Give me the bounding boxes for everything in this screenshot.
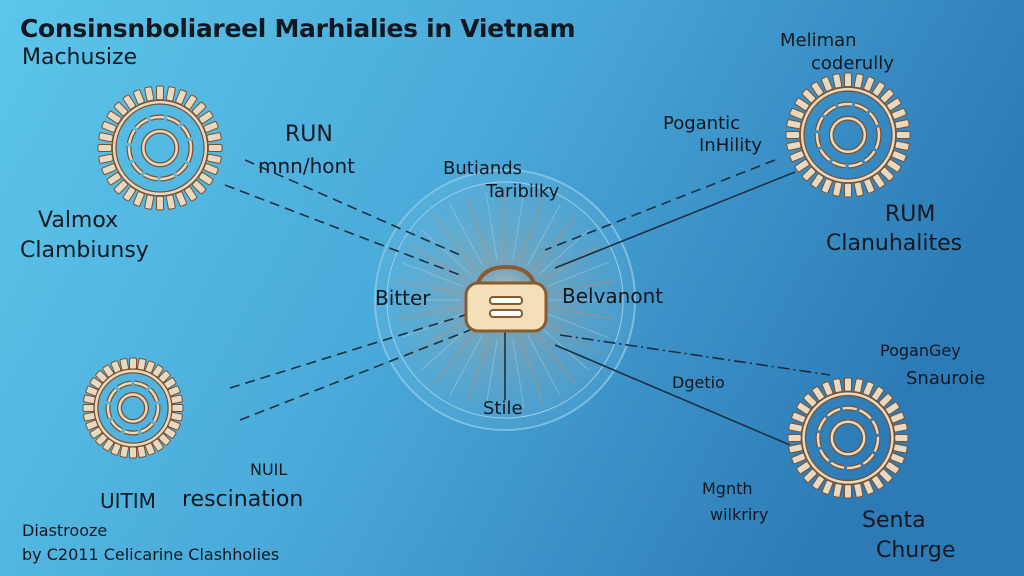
br-label-d: Mgnth: [702, 479, 753, 498]
br-label-g: Churge: [876, 538, 956, 563]
tl-label-d: Clambiunsy: [20, 238, 149, 263]
footer-line-1: Diastrooze: [22, 521, 108, 540]
page-subtitle: Machusize: [22, 45, 138, 70]
hub-label-left: Bitter: [375, 286, 431, 310]
lock-icon: [464, 264, 548, 333]
page-title: Consinsnboliareel Marhialies in Vietnam: [20, 14, 576, 43]
br-label-f: Senta: [862, 508, 926, 533]
bl-label-c: rescination: [182, 487, 304, 512]
tr-label-e: RUM: [885, 202, 936, 227]
footer-line-2: by C2011 Celicarine Clashholies: [22, 545, 280, 564]
virus-top-right: [785, 72, 911, 198]
br-label-b: Snauroie: [906, 368, 986, 389]
connector-lines: [224, 159, 831, 446]
virus-bottom-left: [82, 357, 184, 459]
hub-label-top-a: Butiands: [443, 158, 523, 179]
tr-label-c: Pogantic: [663, 113, 741, 134]
bl-label-b: UITIM: [100, 489, 156, 513]
br-label-a: PoganGey: [880, 341, 961, 360]
tl-label-b: mnn/hont: [258, 154, 356, 178]
hub-label-right: Belvanont: [562, 284, 664, 308]
tr-label-f: Clanuhalites: [826, 231, 963, 256]
hub-label-top-b: Taribilky: [486, 181, 560, 202]
hub-label-bottom: Stile: [483, 398, 523, 419]
tl-label-a: RUN: [285, 122, 333, 147]
virus-top-left: [97, 85, 223, 211]
br-label-e: wilkriry: [710, 505, 769, 524]
tr-label-a: Meliman: [780, 30, 857, 51]
tr-label-b: coderully: [811, 53, 894, 74]
virus-bottom-right: [787, 377, 909, 499]
bl-label-a: NUIL: [250, 460, 288, 479]
br-label-c: Dgetio: [672, 373, 725, 392]
tr-label-d: InHility: [699, 135, 762, 156]
tl-label-c: Valmox: [38, 208, 119, 233]
